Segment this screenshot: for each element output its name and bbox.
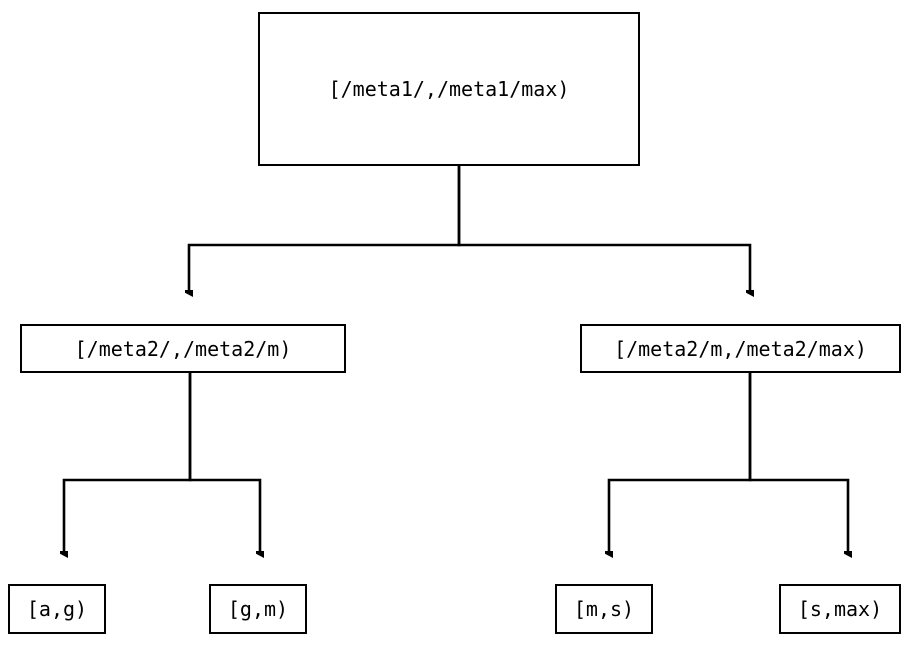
edge-root-to-mid-right xyxy=(457,166,750,290)
edge-mid-right-to-leaf-m-s xyxy=(609,373,752,551)
edge-mid-right-to-leaf-s-max xyxy=(748,373,848,551)
node-leaf-s-max[interactable]: [s,max) xyxy=(779,584,901,634)
node-leaf-a-g[interactable]: [a,g) xyxy=(8,584,106,634)
node-leaf-m-s[interactable]: [m,s) xyxy=(555,584,653,634)
edge-mid-left-to-leaf-a-g xyxy=(64,373,192,551)
edge-mid-left-to-leaf-g-m xyxy=(188,373,260,551)
edge-root-to-mid-left xyxy=(189,166,461,290)
node-mid-right-meta2-upper-range[interactable]: [/meta2/m,/meta2/max) xyxy=(580,324,901,373)
node-leaf-g-m[interactable]: [g,m) xyxy=(209,584,307,634)
node-mid-left-meta2-lower-range[interactable]: [/meta2/,/meta2/m) xyxy=(20,324,346,373)
node-root-meta1-range[interactable]: [/meta1/,/meta1/max) xyxy=(258,12,640,166)
